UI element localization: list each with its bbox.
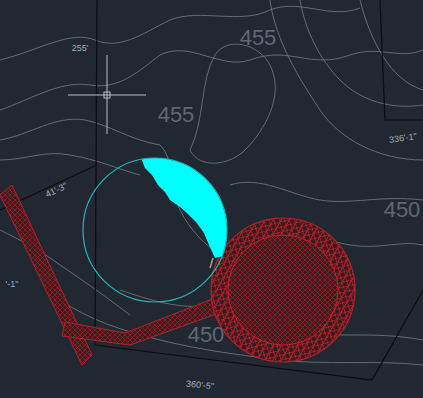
dimension-text: '-1": [6, 280, 19, 289]
contour-elevation: 455: [240, 27, 277, 49]
contour-elevation: 450: [188, 324, 225, 346]
contour-elevation: 455: [158, 104, 195, 126]
contour-elevation: 450: [384, 199, 421, 221]
dimension-text: 255': [72, 44, 89, 53]
